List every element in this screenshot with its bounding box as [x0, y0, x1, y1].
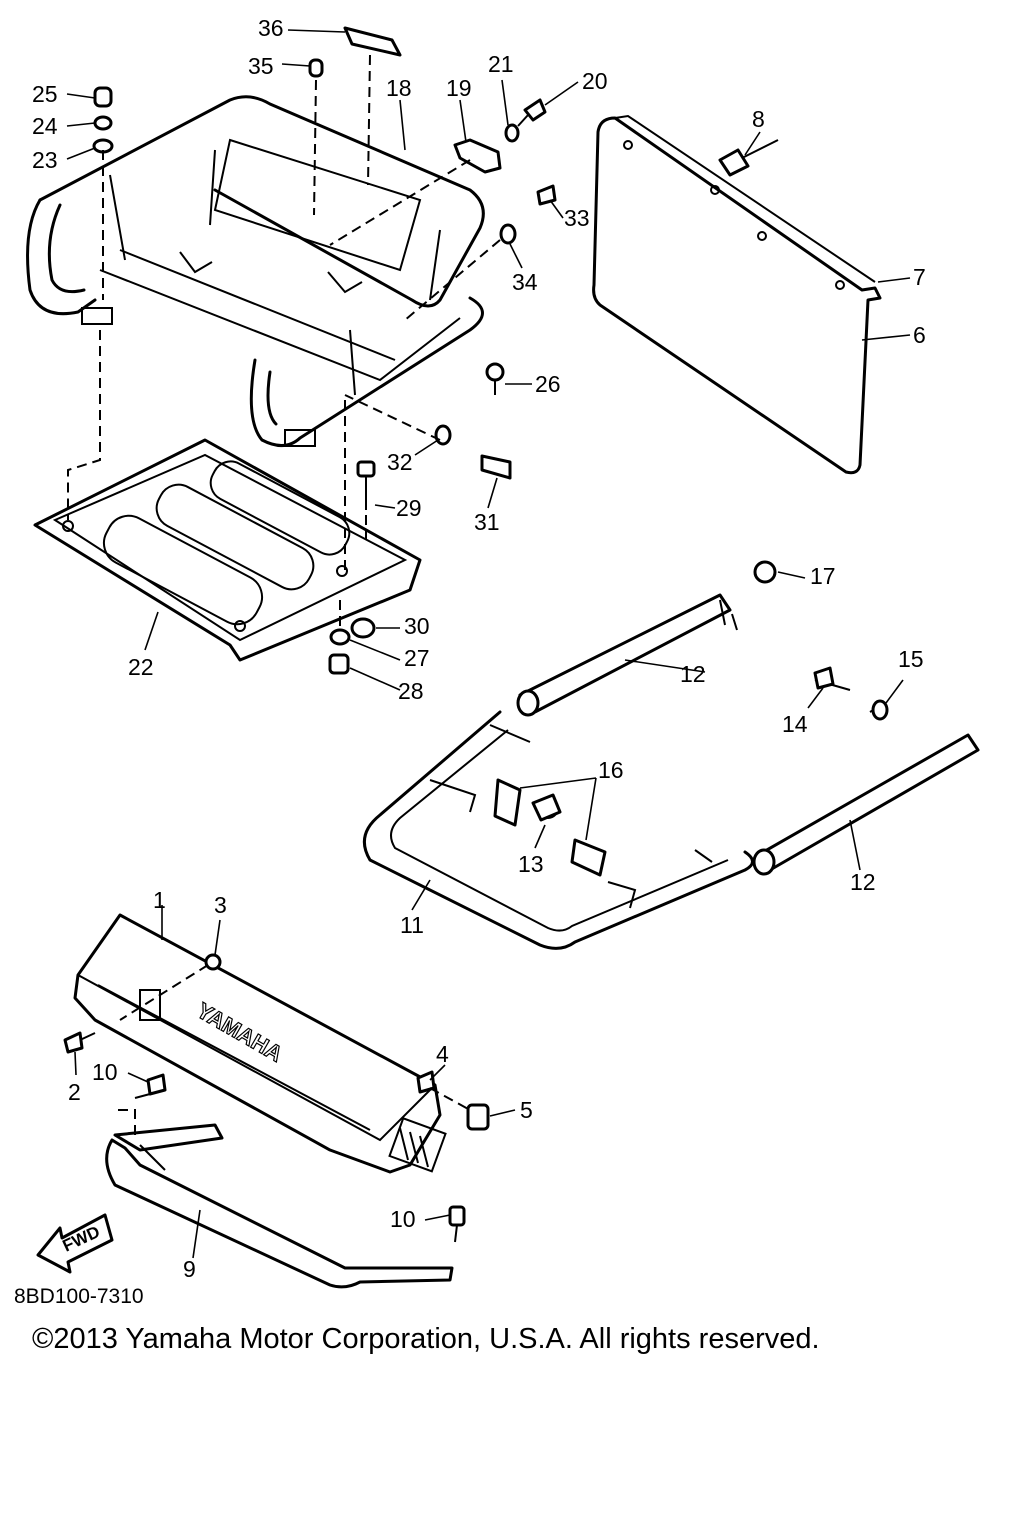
callout-24: 24: [32, 113, 58, 139]
callout-32: 32: [387, 449, 413, 475]
callout-3: 3: [214, 892, 227, 918]
callout-18: 18: [386, 75, 412, 101]
callout-17: 17: [810, 563, 836, 589]
callout-16: 16: [598, 757, 624, 783]
callout-10b: 10: [390, 1206, 416, 1232]
callout-20: 20: [582, 68, 608, 94]
callout-19: 19: [446, 75, 472, 101]
callout-8: 8: [752, 106, 765, 132]
rear-rack: [26, 95, 485, 447]
callout-14: 14: [782, 711, 808, 737]
rear-skid-plate: [33, 438, 422, 662]
callout-22: 22: [128, 654, 154, 680]
copyright-notice: ©2013 Yamaha Motor Corporation, U.S.A. A…: [32, 1323, 820, 1355]
callout-15: 15: [898, 646, 924, 672]
fasteners: [63, 26, 889, 1243]
callout-29: 29: [396, 495, 422, 521]
callout-4: 4: [436, 1041, 449, 1067]
leader-lines: [66, 29, 911, 1259]
callout-13: 13: [518, 851, 544, 877]
callout-30: 30: [404, 613, 430, 639]
assembly-lines: [67, 54, 501, 1140]
callout-23: 23: [32, 147, 58, 173]
callout-11: 11: [400, 912, 424, 938]
callout-25: 25: [32, 81, 58, 107]
callout-33: 33: [564, 205, 590, 231]
callout-12b: 12: [850, 869, 876, 895]
callout-31: 31: [474, 509, 500, 535]
front-guard: [105, 1123, 454, 1289]
diagram-code: 8BD100-7310: [14, 1285, 144, 1308]
callout-34: 34: [512, 269, 538, 295]
callout-5: 5: [520, 1097, 533, 1123]
callout-36: 36: [258, 15, 284, 41]
callout-21: 21: [488, 51, 514, 77]
callout-6: 6: [913, 322, 926, 348]
callout-labels: 1 2 3 4 5 6 7 8 9 10 10 11 12 12 13 14 1…: [32, 15, 926, 1282]
callout-26: 26: [535, 371, 561, 397]
callout-27: 27: [404, 645, 430, 671]
callout-7: 7: [913, 264, 926, 290]
front-bumper: YAMAHA: [73, 913, 490, 1174]
callout-12a: 12: [680, 661, 706, 687]
callout-10a: 10: [92, 1059, 118, 1085]
callout-35: 35: [248, 53, 274, 79]
rear-flap: [592, 114, 882, 475]
callout-1: 1: [153, 887, 166, 913]
fwd-arrow: FWD: [36, 1213, 114, 1274]
callout-2: 2: [68, 1079, 81, 1105]
rear-bumper-bars: [362, 560, 980, 950]
callout-28: 28: [398, 678, 424, 704]
callout-9: 9: [183, 1256, 196, 1282]
